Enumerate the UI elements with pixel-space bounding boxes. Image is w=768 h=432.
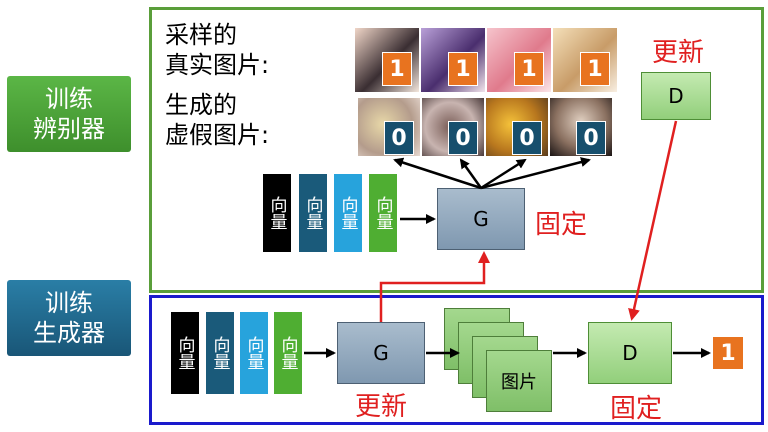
sampled-line2: 真实图片:	[165, 51, 270, 79]
train-g-line1: 训练	[45, 289, 93, 317]
bottom-d-status: 固定	[610, 394, 663, 424]
generated-line1: 生成的	[165, 91, 237, 119]
real-badge-4: 1	[580, 52, 610, 86]
red-arrow-g-sync	[379, 251, 490, 322]
image-stack-front: 图片	[486, 350, 552, 412]
bottom-generator-box: G	[337, 322, 425, 384]
bottom-g-status: 更新	[355, 392, 408, 422]
sampled-real-label: 采样的 真实图片:	[165, 20, 355, 80]
top-d-status: 更新	[652, 38, 705, 68]
arrow-g-to-fake-2	[459, 158, 483, 189]
train-d-line1: 训练	[45, 85, 93, 113]
top-vector-3: 向量	[334, 174, 362, 252]
bottom-discriminator-box: D	[588, 322, 672, 384]
fake-badge-2: 0	[448, 121, 478, 155]
train-generator-label: 训练 生成器	[7, 280, 131, 356]
generated-line2: 虚假图片:	[165, 121, 270, 149]
fake-badge-4: 0	[576, 121, 606, 155]
top-vector-2: 向量	[299, 174, 327, 252]
train-g-line2: 生成器	[33, 319, 105, 347]
real-badge-2: 1	[448, 52, 478, 86]
output-badge: 1	[712, 336, 744, 370]
red-arrow-d-sync	[628, 120, 678, 321]
top-g-status: 固定	[535, 210, 588, 240]
bottom-vector-1: 向量	[171, 312, 199, 394]
arrow-g-to-fake-4	[480, 157, 591, 190]
generated-fake-label: 生成的 虚假图片:	[165, 90, 355, 150]
train-discriminator-label: 训练 辨别器	[7, 76, 131, 152]
train-g-panel	[149, 295, 764, 425]
bottom-vector-2: 向量	[206, 312, 234, 394]
images-label: 图片	[501, 372, 537, 393]
top-discriminator-box: D	[641, 72, 711, 120]
bottom-vector-4: 向量	[274, 312, 302, 394]
train-d-panel	[149, 7, 764, 293]
sampled-line1: 采样的	[165, 21, 237, 49]
arrow-g-to-fake-1	[393, 157, 482, 190]
fake-badge-1: 0	[384, 121, 414, 155]
top-generator-box: G	[437, 188, 525, 250]
top-vector-4: 向量	[369, 174, 397, 252]
fake-badge-3: 0	[512, 121, 542, 155]
train-d-line2: 辨别器	[33, 115, 105, 143]
top-vector-1: 向量	[263, 174, 291, 252]
real-badge-1: 1	[382, 52, 412, 86]
real-badge-3: 1	[514, 52, 544, 86]
arrow-g-to-fake-3	[480, 158, 527, 190]
bottom-vector-3: 向量	[240, 312, 268, 394]
